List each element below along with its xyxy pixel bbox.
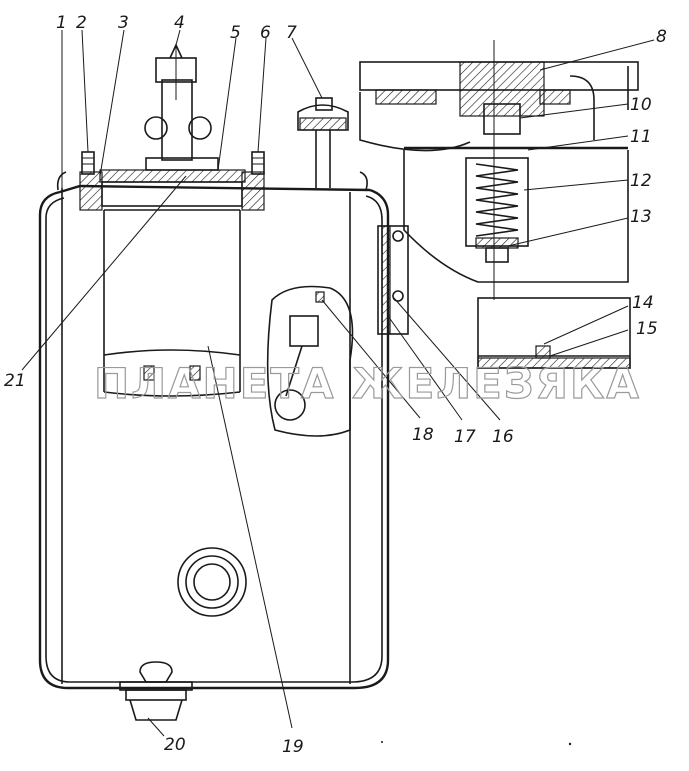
- callout-12: 12: [630, 171, 652, 191]
- callout-17: 17: [454, 427, 476, 447]
- valve-detail: [359, 40, 639, 369]
- callout-11: 11: [630, 127, 652, 147]
- callout-5: 5: [230, 23, 241, 43]
- callout-1: 1: [56, 13, 67, 33]
- callout-19: 19: [282, 737, 304, 757]
- callout-4: 4: [174, 13, 185, 33]
- float-window: [266, 285, 354, 437]
- sight-gauge: [377, 225, 409, 335]
- speck: [381, 741, 383, 743]
- callout-labels: 1 2 3 4 5 6 7 8 10 11 12 13 14 15 16 17 …: [4, 13, 667, 757]
- leader-lines: [21, 29, 655, 737]
- callout-7: 7: [286, 23, 297, 43]
- callout-14: 14: [632, 293, 654, 313]
- watermark: ПЛАНЕТА ЖЕЛЕЗЯКА: [94, 359, 641, 408]
- drain-plug: [119, 661, 193, 721]
- callout-18: 18: [412, 425, 434, 445]
- drain-port: [177, 547, 247, 617]
- speck: [568, 742, 572, 746]
- callout-3: 3: [118, 13, 129, 33]
- callout-13: 13: [630, 207, 652, 227]
- filler-flange: [79, 151, 265, 211]
- breather-cap: [297, 97, 349, 188]
- callout-16: 16: [492, 427, 514, 447]
- filler-valve: [144, 43, 219, 171]
- callout-20: 20: [164, 735, 186, 755]
- callout-15: 15: [636, 319, 658, 339]
- callout-6: 6: [260, 23, 271, 43]
- callout-21: 21: [4, 371, 26, 391]
- tank-body: [38, 171, 390, 690]
- callout-8: 8: [656, 27, 667, 47]
- callout-10: 10: [630, 95, 652, 115]
- filter-element: [103, 210, 241, 397]
- callout-2: 2: [76, 13, 87, 33]
